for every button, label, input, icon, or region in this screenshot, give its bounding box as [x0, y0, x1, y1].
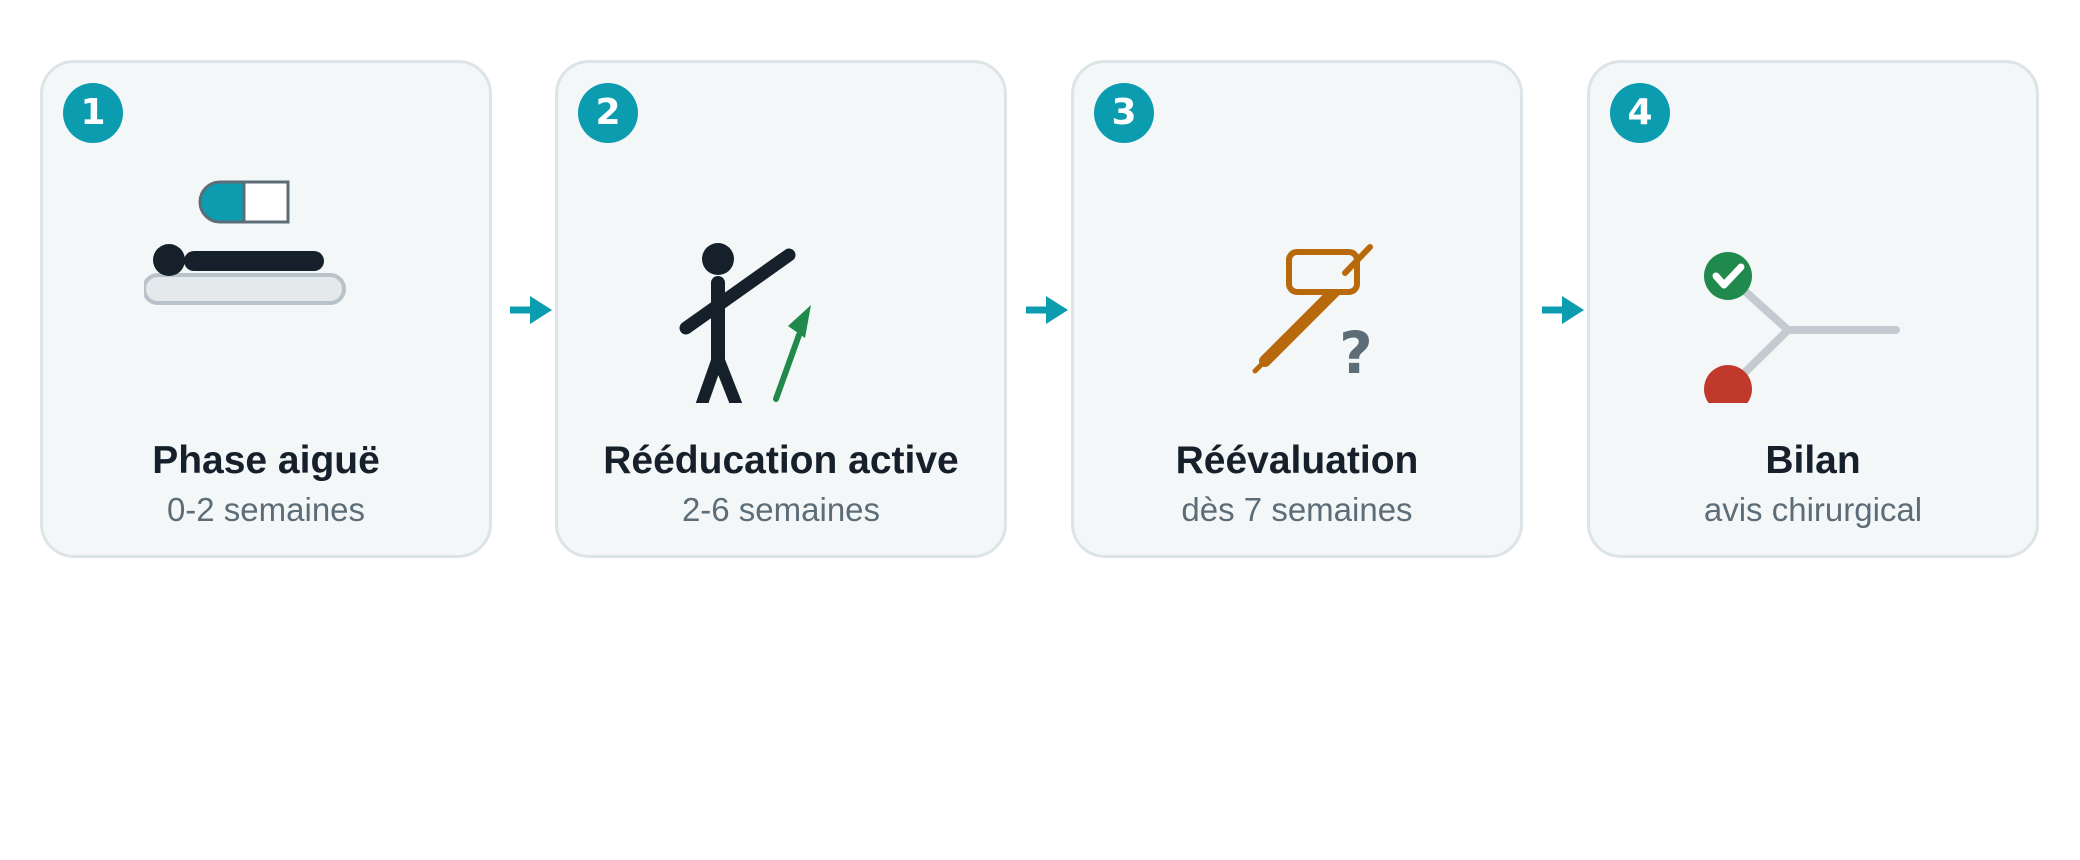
step-card-2: 2 Rééducation active 2-6 semaines	[555, 60, 1007, 558]
step-title: Phase aiguë	[152, 439, 380, 482]
step-number-badge: 1	[63, 83, 123, 143]
decision-branch-icon	[1704, 252, 1900, 403]
step-title: Rééducation active	[603, 439, 959, 482]
step-subtitle: 0-2 semaines	[166, 491, 366, 528]
arrow-right-icon	[510, 296, 552, 324]
step-card-4: 4 Bilan avis chirurgical	[1587, 60, 2039, 558]
reflex-hammer-question-icon: ?	[1252, 244, 1373, 387]
bed-rest-pill-icon	[144, 180, 346, 305]
step-number-badge: 3	[1094, 83, 1154, 143]
exercise-figure-icon	[679, 243, 811, 403]
step-card-1: 1 Phase aiguë 0-2 semaines	[40, 60, 492, 558]
step-subtitle: avis chirurgical	[1703, 491, 1923, 528]
step-number-badge: 4	[1610, 83, 1670, 143]
step-subtitle: 2-6 semaines	[681, 491, 881, 528]
step-card-3: 3 ? Réévaluation dès 7 semaines	[1071, 60, 1523, 558]
step-title: Bilan	[1765, 439, 1861, 482]
svg-text:?: ?	[1339, 319, 1373, 387]
arrow-right-icon	[1026, 296, 1068, 324]
step-title: Réévaluation	[1175, 439, 1419, 482]
arrow-right-icon	[1542, 296, 1584, 324]
step-subtitle: dès 7 semaines	[1181, 491, 1413, 528]
step-number-badge: 2	[578, 83, 638, 143]
